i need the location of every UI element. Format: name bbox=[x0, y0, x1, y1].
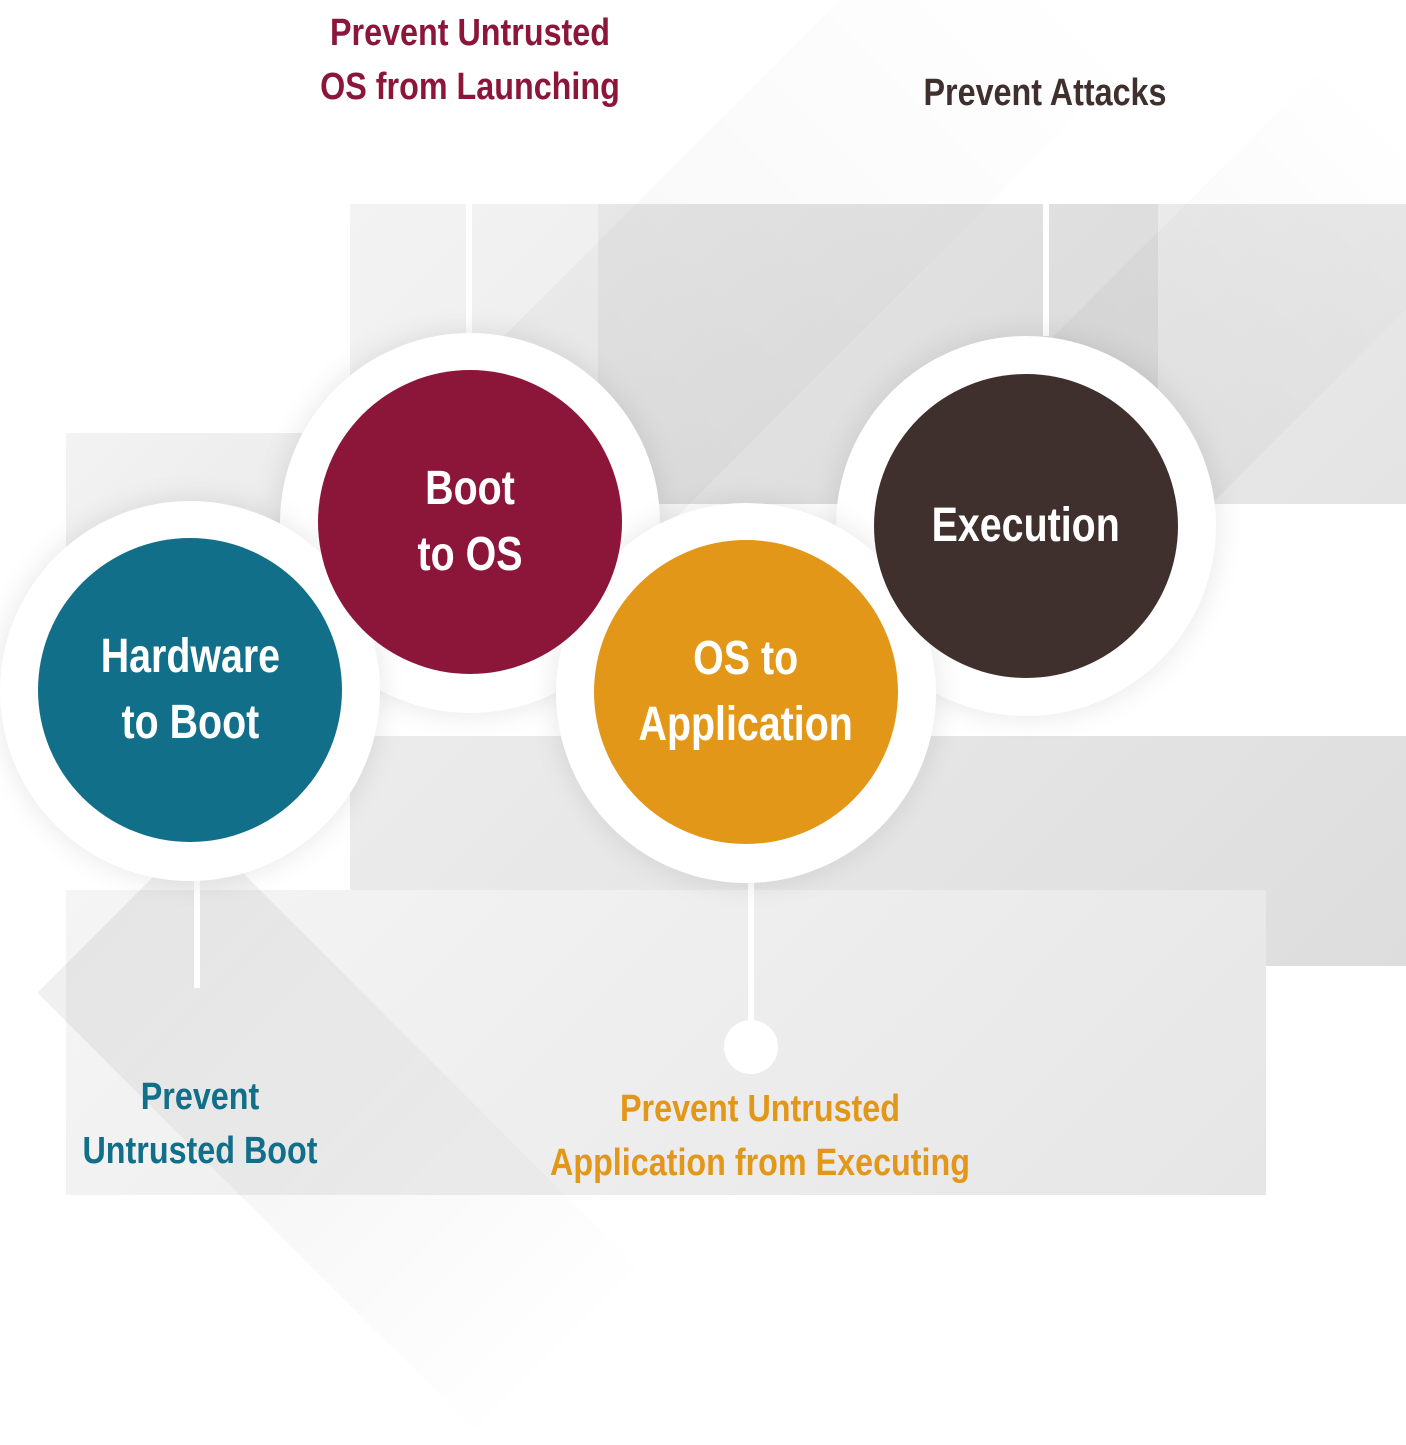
connector-line-os-to-application bbox=[748, 880, 754, 1020]
connector-line-execution bbox=[1043, 204, 1049, 336]
outcome-label-attacks: Prevent Attacks bbox=[923, 72, 1167, 114]
connector-line-hardware-to-boot bbox=[194, 878, 200, 988]
connector-end-dot bbox=[724, 1020, 778, 1074]
connector-line-boot-to-os bbox=[466, 204, 472, 344]
stage-circle-execution: Execution bbox=[874, 374, 1178, 678]
